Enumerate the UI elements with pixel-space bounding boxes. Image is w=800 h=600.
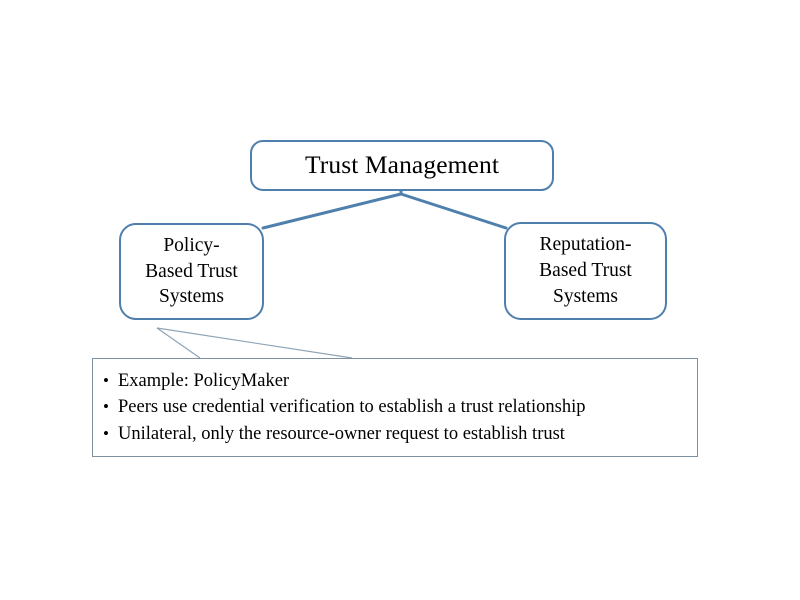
- node-label-root: Trust Management: [304, 150, 500, 180]
- connector-root-to-reputation: [399, 189, 508, 230]
- bullet-item: • Peers use credential verification to es…: [103, 394, 697, 420]
- bullet-item: • Example: PolicyMaker: [103, 368, 697, 394]
- node-label-reputation: Reputation- Based Trust Systems: [539, 234, 632, 307]
- callout-tail-policy-to-details: [156, 327, 353, 359]
- node-reputation-based-trust-systems[interactable]: Reputation- Based Trust Systems: [504, 222, 667, 320]
- connector-root-to-policy: [261, 189, 403, 230]
- bullet-item: • Unilateral, only the resource-owner req…: [103, 421, 697, 447]
- node-trust-management[interactable]: Trust Management: [250, 140, 554, 191]
- details-callout-box: • Example: PolicyMaker • Peers use credent…: [92, 358, 698, 457]
- bullet-marker-icon: •: [103, 423, 109, 443]
- bullet-text: Example: PolicyMaker: [118, 371, 290, 391]
- bullet-marker-icon: •: [103, 371, 109, 390]
- bullet-text: Unilateral, only the resource-owner requ…: [118, 423, 565, 444]
- bullet-text: Peers use credential verification to est…: [118, 397, 586, 418]
- node-label-policy: Policy- Based Trust Systems: [145, 234, 238, 308]
- bullet-marker-icon: •: [103, 397, 109, 417]
- node-policy-based-trust-systems[interactable]: Policy- Based Trust Systems: [119, 223, 264, 320]
